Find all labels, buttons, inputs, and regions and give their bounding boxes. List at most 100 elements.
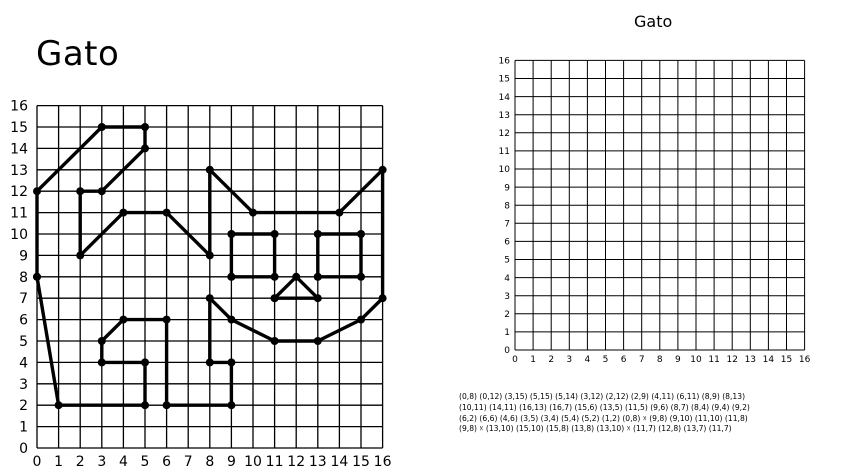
plot-point bbox=[379, 294, 387, 302]
right-x-tick-label: 2 bbox=[548, 355, 554, 365]
left-y-tick-label: 11 bbox=[10, 206, 28, 222]
left-x-tick-label: 11 bbox=[266, 454, 284, 470]
right-y-tick-label: 16 bbox=[499, 57, 511, 67]
plot-point bbox=[271, 337, 279, 345]
plot-point bbox=[141, 358, 149, 366]
plot-point bbox=[119, 209, 127, 217]
right-x-tick-label: 7 bbox=[639, 355, 645, 365]
left-y-tick-label: 1 bbox=[19, 420, 28, 436]
plot-point bbox=[227, 230, 235, 238]
left-x-tick-label: 3 bbox=[97, 454, 106, 470]
right-y-tick-label: 11 bbox=[499, 147, 510, 157]
right-x-tick-label: 16 bbox=[799, 355, 811, 365]
left-y-tick-label: 10 bbox=[10, 227, 28, 243]
plot-point bbox=[379, 166, 387, 174]
plot-point bbox=[163, 209, 171, 217]
plot-point bbox=[163, 401, 171, 409]
right-x-tick-label: 1 bbox=[530, 355, 536, 365]
plot-point bbox=[357, 316, 365, 324]
right-x-tick-label: 6 bbox=[621, 355, 627, 365]
plot-point bbox=[314, 273, 322, 281]
left-x-tick-label: 8 bbox=[205, 454, 214, 470]
plot-point bbox=[357, 230, 365, 238]
right-y-tick-label: 14 bbox=[499, 93, 511, 103]
instruction-line: (6,2) (6,6) (4,6) (3,5) (3,4) (5,4) (5,2… bbox=[459, 414, 859, 425]
plot-point bbox=[227, 316, 235, 324]
plot-point bbox=[76, 251, 84, 259]
right-x-tick-label: 11 bbox=[708, 355, 719, 365]
plot-point bbox=[314, 230, 322, 238]
right-y-tick-label: 2 bbox=[504, 310, 510, 320]
left-y-tick-label: 0 bbox=[19, 441, 28, 457]
right-x-tick-label: 4 bbox=[585, 355, 591, 365]
left-y-tick-label: 5 bbox=[19, 334, 28, 350]
right-x-tick-label: 9 bbox=[675, 355, 681, 365]
plot-point bbox=[206, 166, 214, 174]
left-x-tick-label: 15 bbox=[352, 454, 370, 470]
plot-point bbox=[163, 316, 171, 324]
left-x-tick-label: 2 bbox=[76, 454, 85, 470]
right-y-tick-label: 10 bbox=[499, 165, 511, 175]
plot-point bbox=[206, 294, 214, 302]
plot-point bbox=[98, 187, 106, 195]
instruction-line: (10,11) (14,11) (16,13) (16,7) (15,6) (1… bbox=[459, 403, 859, 414]
left-x-tick-label: 14 bbox=[330, 454, 348, 470]
right-x-tick-label: 14 bbox=[763, 355, 775, 365]
left-x-tick-label: 12 bbox=[287, 454, 305, 470]
left-y-tick-label: 12 bbox=[10, 184, 28, 200]
left-y-tick-label: 3 bbox=[19, 377, 28, 393]
right-y-tick-label: 3 bbox=[504, 292, 510, 302]
right-y-tick-label: 13 bbox=[499, 111, 510, 121]
instruction-line: (0,8) (0,12) (3,15) (5,15) (5,14) (3,12)… bbox=[459, 392, 859, 403]
left-x-tick-label: 0 bbox=[33, 454, 42, 470]
right-y-tick-label: 9 bbox=[504, 183, 510, 193]
plot-point bbox=[227, 358, 235, 366]
left-y-tick-label: 14 bbox=[10, 141, 28, 157]
plot-point bbox=[292, 273, 300, 281]
right-grid bbox=[515, 60, 805, 350]
left-y-tick-label: 4 bbox=[19, 355, 28, 371]
plot-point bbox=[206, 251, 214, 259]
plot-point bbox=[357, 273, 365, 281]
left-y-tick-label: 6 bbox=[19, 313, 28, 329]
right-y-tick-label: 0 bbox=[504, 346, 510, 356]
plot-point bbox=[314, 337, 322, 345]
plot-point bbox=[33, 187, 41, 195]
left-y-tick-label: 15 bbox=[10, 120, 28, 136]
coordinate-instructions: (0,8) (0,12) (3,15) (5,15) (5,14) (3,12)… bbox=[459, 392, 859, 435]
left-x-tick-label: 16 bbox=[374, 454, 392, 470]
left-x-tick-label: 10 bbox=[244, 454, 262, 470]
left-x-tick-label: 1 bbox=[54, 454, 63, 470]
plot-point bbox=[314, 294, 322, 302]
left-y-tick-label: 2 bbox=[19, 398, 28, 414]
left-y-tick-label: 13 bbox=[10, 163, 28, 179]
left-y-tick-label: 7 bbox=[19, 291, 28, 307]
right-x-tick-label: 15 bbox=[781, 355, 792, 365]
right-y-tick-label: 15 bbox=[499, 75, 510, 85]
left-y-tick-label: 16 bbox=[10, 99, 28, 115]
right-x-tick-label: 0 bbox=[512, 355, 518, 365]
right-x-tick-label: 8 bbox=[657, 355, 663, 365]
right-y-tick-label: 4 bbox=[504, 274, 510, 284]
plot-point bbox=[271, 294, 279, 302]
right-y-tick-label: 1 bbox=[504, 328, 510, 338]
left-y-tick-label: 9 bbox=[19, 248, 28, 264]
plot-point bbox=[141, 401, 149, 409]
left-x-tick-label: 5 bbox=[141, 454, 150, 470]
right-x-tick-label: 12 bbox=[726, 355, 737, 365]
plot-point bbox=[98, 337, 106, 345]
plot-point bbox=[227, 401, 235, 409]
right-x-tick-label: 10 bbox=[690, 355, 702, 365]
left-x-tick-label: 9 bbox=[227, 454, 236, 470]
right-x-tick-label: 13 bbox=[745, 355, 756, 365]
plot-point bbox=[33, 273, 41, 281]
right-y-tick-label: 5 bbox=[504, 256, 510, 266]
plot-point bbox=[335, 209, 343, 217]
plot-point bbox=[271, 230, 279, 238]
left-x-tick-label: 7 bbox=[184, 454, 193, 470]
plot-point bbox=[76, 187, 84, 195]
plot-point bbox=[141, 144, 149, 152]
plot-point bbox=[98, 123, 106, 131]
